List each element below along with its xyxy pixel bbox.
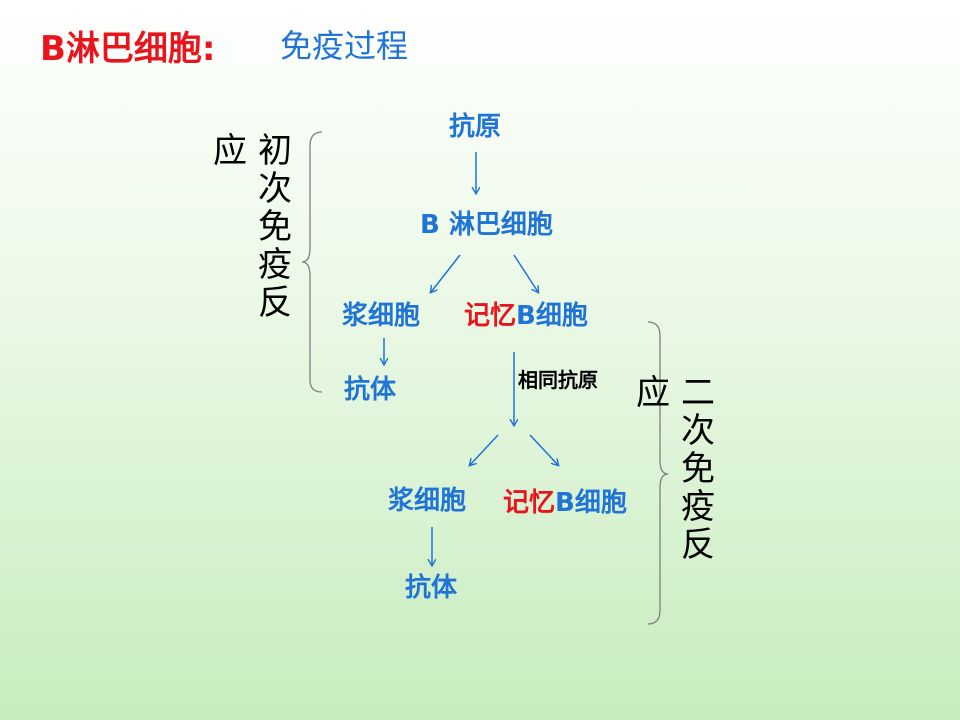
memory-2-blue-part: B细胞 bbox=[555, 488, 627, 518]
memory-1-red-part: 记忆 bbox=[464, 301, 517, 331]
node-plasma-cell-1: 浆细胞 bbox=[342, 301, 421, 331]
primary-char: 次 bbox=[258, 169, 292, 209]
arrow-split-to-plasma2 bbox=[470, 434, 499, 465]
secondary-char: 疫 bbox=[681, 487, 715, 527]
node-memory-b-cell-2: 记忆B细胞 bbox=[503, 490, 627, 516]
primary-char: 反 bbox=[258, 283, 292, 323]
primary-char: 疫 bbox=[258, 245, 292, 285]
secondary-char: 免 bbox=[681, 449, 715, 489]
secondary-char: 反 bbox=[681, 525, 715, 565]
arrow-bcell-to-memory bbox=[513, 254, 538, 292]
secondary-char: 二 bbox=[681, 373, 715, 413]
secondary-char: 次 bbox=[681, 411, 715, 451]
node-antibody-2: 抗体 bbox=[405, 573, 458, 603]
primary-char: 初 bbox=[258, 131, 292, 171]
primary-char: 免 bbox=[258, 207, 292, 247]
arrow-split-to-memory2 bbox=[529, 434, 558, 465]
secondary-response-vertical-label: 二 次 免 疫 反 bbox=[678, 374, 718, 564]
node-memory-b-cell-1: 记忆B细胞 bbox=[464, 303, 588, 329]
memory-1-blue-part: B细胞 bbox=[516, 301, 588, 331]
node-b-lymphocyte: B 淋巴细胞 bbox=[420, 210, 553, 240]
node-antibody-1: 抗体 bbox=[344, 375, 397, 405]
primary-response-vertical-label: 初 次 免 疫 反 bbox=[255, 132, 295, 322]
secondary-response-side-char: 应 bbox=[636, 373, 670, 413]
title-immune-process: 免疫过程 bbox=[280, 27, 409, 65]
label-same-antigen: 相同抗原 bbox=[518, 368, 598, 392]
memory-2-red-part: 记忆 bbox=[503, 488, 556, 518]
brace-primary-response bbox=[301, 131, 323, 393]
title-b-lymphocyte: B淋巴细胞: bbox=[40, 29, 216, 69]
brace-secondary-response bbox=[647, 321, 669, 625]
arrow-bcell-to-plasma bbox=[431, 254, 461, 292]
node-plasma-cell-2: 浆细胞 bbox=[388, 486, 467, 516]
primary-response-side-char: 应 bbox=[213, 131, 247, 171]
node-antigen: 抗原 bbox=[449, 112, 502, 142]
